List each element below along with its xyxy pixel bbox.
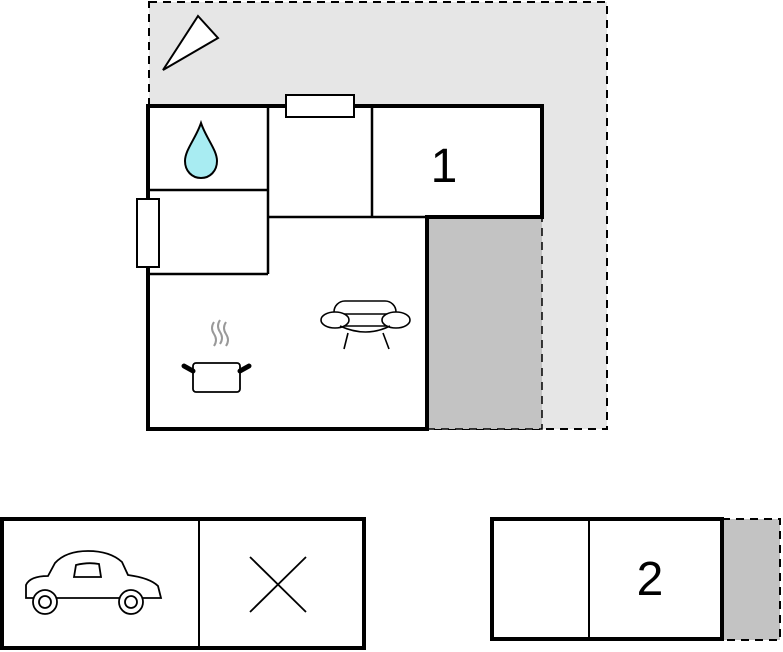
north-arrow-icon: [162, 14, 220, 71]
window-top: [285, 94, 355, 118]
cross-mark-icon: [249, 556, 307, 613]
sofa-icon: [320, 300, 411, 350]
interior-walls: [148, 106, 427, 276]
terrace-2: [721, 518, 781, 641]
room-number-2: 2: [637, 553, 664, 606]
window-left: [136, 198, 160, 268]
annex-building: [490, 517, 724, 641]
car-icon: [25, 550, 163, 615]
room-number-1: 1: [431, 140, 458, 193]
water-drop-icon: [183, 119, 219, 180]
cooking-pot-icon: [181, 319, 252, 393]
terrace: [426, 216, 543, 430]
